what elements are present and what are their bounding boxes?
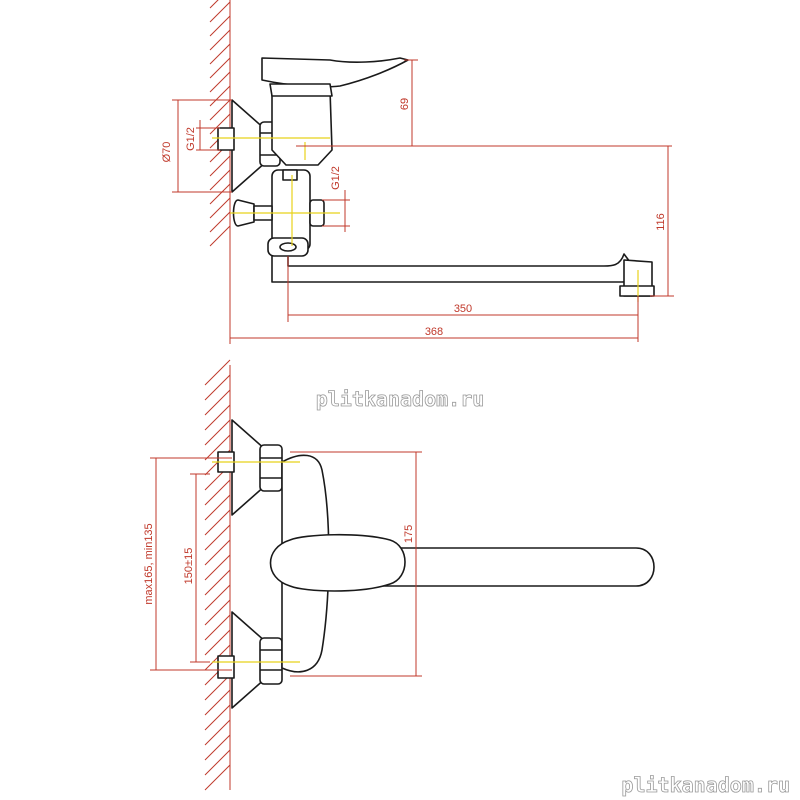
- dim-inlet-left-label: G1/2: [185, 127, 197, 151]
- dim-diameter-label: Ø70: [161, 142, 173, 163]
- dim-total-label: 368: [425, 326, 443, 338]
- hex-nut-lower: [259, 637, 283, 685]
- dimension-lines-top: [172, 59, 674, 344]
- wall-hatching-top: [209, 0, 231, 247]
- dim-inlet-right-label: G1/2: [330, 166, 342, 190]
- hex-nut-upper: [259, 444, 283, 492]
- lever-handle-top: [261, 57, 409, 88]
- top-view: Ø70 G1/2 G1/2 69 116 350 368: [161, 0, 674, 344]
- watermark-corner: plitkanadom.ru: [621, 773, 790, 797]
- dim-spout-label: 350: [454, 303, 472, 315]
- lever-handle-side: [269, 533, 406, 592]
- watermark-center: plitkanadom.ru: [316, 387, 485, 411]
- mixer-body-top: [271, 89, 333, 166]
- dim-drop-label: 116: [655, 213, 667, 231]
- wall-hatching-side: [204, 359, 231, 791]
- dim-body-label: 175: [403, 525, 415, 543]
- inlet-pipe-top: [217, 127, 235, 151]
- dim-height-label: 69: [399, 98, 411, 110]
- spout-top: [271, 253, 631, 283]
- dimension-lines-side: [150, 451, 422, 677]
- dim-center-label: 150±15: [183, 548, 195, 585]
- spout-side: [349, 547, 655, 587]
- side-view: max165, min135 150±15 175: [143, 359, 655, 791]
- dim-range-label: max165, min135: [143, 523, 155, 604]
